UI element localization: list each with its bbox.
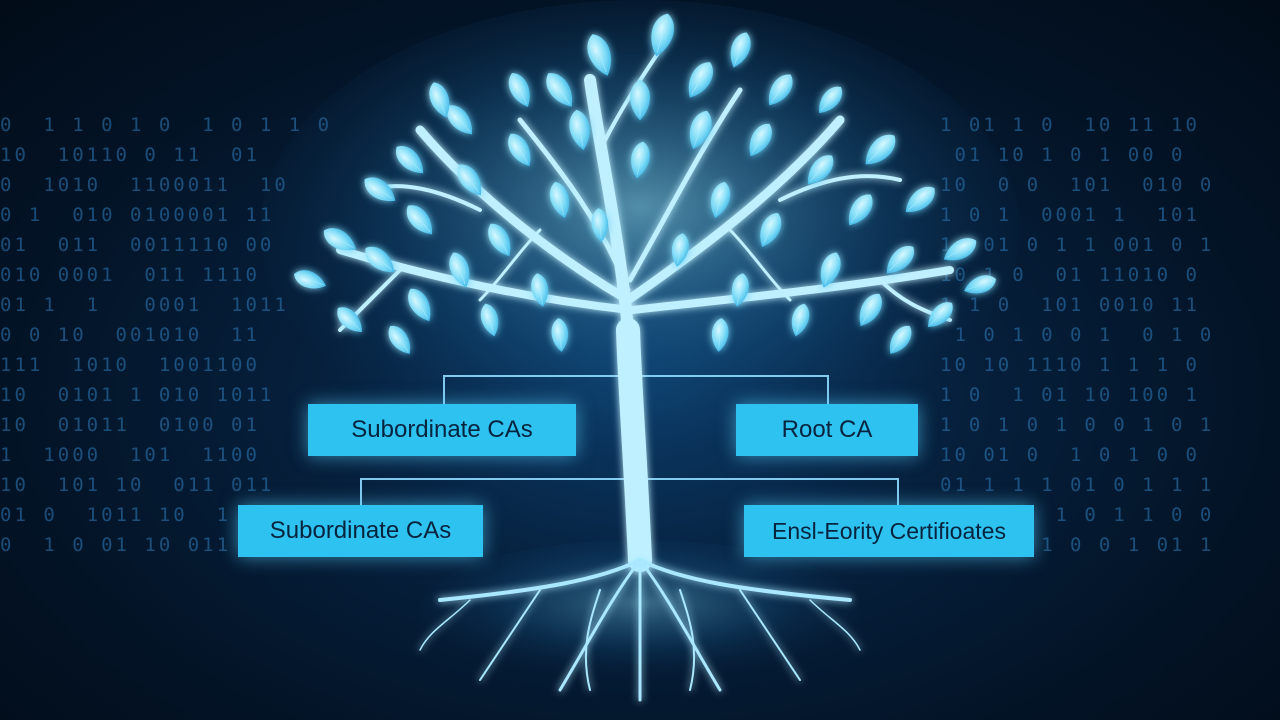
root-ca-box: Root CA bbox=[736, 404, 918, 456]
tree-branches bbox=[336, 48, 954, 572]
binary-background-left: 0 1 1 0 1 0 1 0 1 1 0 10 10110 0 11 01 0… bbox=[0, 114, 329, 556]
subordinate-cas-box-lower: Subordinate CAs bbox=[238, 505, 483, 557]
tree-roots bbox=[419, 558, 861, 702]
end-entity-certificates-box: Ensl-Eority Certifioates bbox=[744, 505, 1034, 557]
subordinate-cas-box-upper: Subordinate CAs bbox=[308, 404, 576, 456]
